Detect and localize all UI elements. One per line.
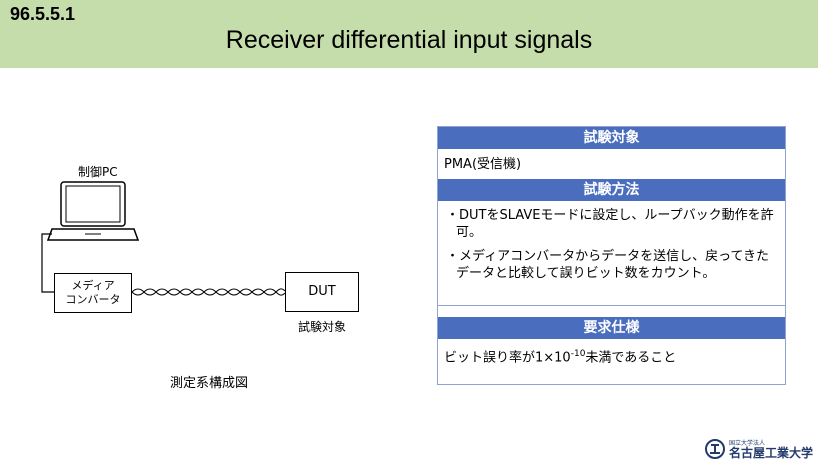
requirement-exponent: -10: [570, 349, 586, 359]
pc-cable: [41, 233, 54, 293]
university-logo: 国立大学法人 名古屋工業大学: [705, 438, 813, 460]
method-heading: 試験方法: [438, 179, 785, 201]
media-converter-label-line2: コンバータ: [65, 293, 121, 306]
method-item: ・メディアコンバータからデータを送信し、戻ってきたデータと比較して誤りビット数を…: [446, 249, 770, 281]
university-emblem-icon: [705, 439, 725, 459]
method-item: ・DUTをSLAVEモードに設定し、ループバック動作を許可。: [446, 208, 774, 240]
logo-name: 名古屋工業大学: [729, 446, 814, 460]
requirement-text: ビット誤り率が1×10-10未満であること: [444, 346, 676, 366]
pc-label: 制御PC: [78, 165, 118, 179]
slide-title: Receiver differential input signals: [225, 26, 593, 54]
twisted-pair-cable: [131, 288, 286, 296]
panel-divider: [438, 305, 785, 306]
target-text: PMA(受信機): [444, 157, 522, 172]
target-heading: 試験対象: [438, 127, 785, 149]
media-converter-label-line1: メディア: [71, 279, 115, 292]
laptop-icon: [60, 181, 126, 227]
dut-caption: 試験対象: [298, 320, 347, 334]
header-band: [0, 0, 818, 68]
requirement-suffix: 未満であること: [585, 350, 677, 366]
test-spec-panel: 試験対象 PMA(受信機) 試験方法 ・DUTをSLAVEモードに設定し、ループ…: [437, 126, 786, 385]
requirement-heading: 要求仕様: [438, 317, 785, 339]
media-converter-box: メディア コンバータ: [54, 273, 132, 313]
logo-small-text: 国立大学法人: [729, 440, 766, 447]
dut-box: DUT: [285, 272, 359, 312]
section-number: 96.5.5.1: [10, 4, 76, 24]
requirement-base: ビット誤り率が1×10: [444, 350, 571, 366]
diagram-caption: 測定系構成図: [170, 376, 249, 391]
